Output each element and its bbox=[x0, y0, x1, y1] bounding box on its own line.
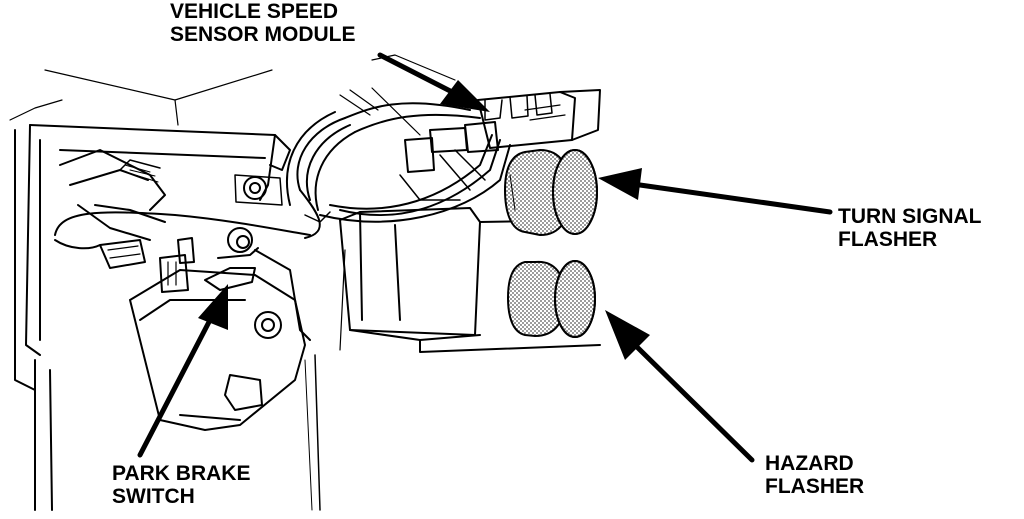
vehicle-speed-sensor-module-part bbox=[399, 89, 601, 201]
pedal-bracket bbox=[14, 124, 311, 511]
wiring-harness bbox=[54, 87, 511, 250]
arrow-vehicle-speed-sensor bbox=[377, 52, 490, 112]
arrow-park-brake-switch bbox=[137, 284, 228, 458]
label-line: VEHICLE SPEED bbox=[170, 0, 339, 23]
turn-signal-flasher-part bbox=[504, 149, 598, 236]
hazard-flasher-part bbox=[507, 260, 596, 338]
label-hazard-flasher: HAZARD FLASHER bbox=[765, 452, 864, 498]
label-line: TURN SIGNAL bbox=[838, 205, 982, 228]
label-park-brake-switch: PARK BRAKE SWITCH bbox=[112, 462, 250, 508]
label-line: FLASHER bbox=[838, 228, 938, 251]
label-line: FLASHER bbox=[765, 475, 865, 498]
park-brake-switch-part bbox=[99, 227, 259, 293]
arrow-turn-signal-flasher bbox=[598, 168, 833, 215]
label-line: SWITCH bbox=[112, 485, 195, 508]
label-line: PARK BRAKE bbox=[112, 462, 251, 485]
label-line: SENSOR MODULE bbox=[170, 23, 356, 46]
arrow-hazard-flasher bbox=[605, 310, 755, 463]
label-vehicle-speed-sensor-module: VEHICLE SPEED SENSOR MODULE bbox=[170, 0, 356, 46]
dash-structure bbox=[9, 54, 456, 511]
label-line: HAZARD bbox=[765, 452, 854, 475]
label-turn-signal-flasher: TURN SIGNAL FLASHER bbox=[838, 205, 982, 251]
